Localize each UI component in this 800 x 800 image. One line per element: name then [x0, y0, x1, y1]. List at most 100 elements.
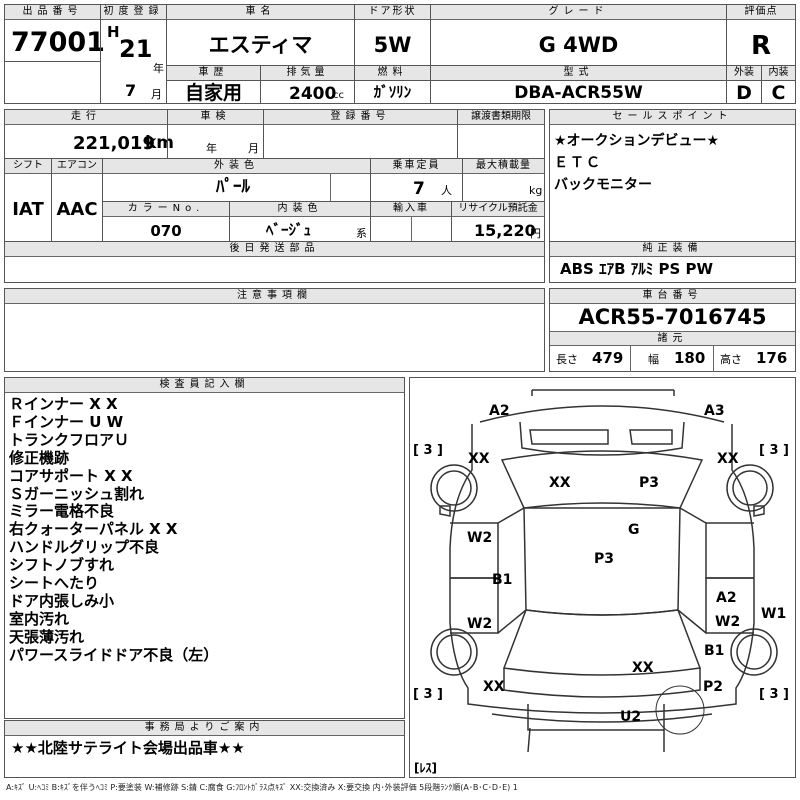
- damage-marks: A2 A3 XX XX XX P3 G W2 P3 B1 W2 A2 W2 W1…: [467, 403, 786, 725]
- remark-line: パワースライドドア不良（左）: [9, 645, 219, 664]
- wheel-front-right: [726, 464, 774, 512]
- era-value: H: [107, 23, 120, 41]
- mark: W1: [761, 606, 786, 622]
- year-value: 21: [119, 35, 153, 63]
- capacity-unit: 人: [441, 184, 452, 197]
- score-label: 評価点: [727, 5, 795, 20]
- transfer-deadline-label: 譲渡書類期限: [458, 110, 544, 125]
- remark-line: ドア内張しみ小: [9, 591, 115, 610]
- shift-cell: シフト IAT: [4, 158, 52, 242]
- mark: XX: [468, 451, 490, 467]
- history-value-cell: 自家用: [166, 80, 261, 104]
- remark-line: 室内汚れ: [9, 609, 70, 628]
- remark-line: シフトノブすれ: [9, 556, 115, 575]
- interior-label: 内装: [768, 67, 789, 78]
- month-value: 7: [125, 81, 137, 100]
- damage-diagram: A2 A3 XX XX XX P3 G W2 P3 B1 W2 A2 W2 W1…: [409, 377, 796, 778]
- chassis-box: 車台番号 ACR55-7016745 諸元 長さ 479 幅 180 高さ 17…: [549, 288, 796, 372]
- transfer-deadline-cell: 譲渡書類期限: [457, 109, 545, 159]
- first-registration-label: 初度登録: [101, 5, 166, 20]
- chassis-number-label: 車台番号: [550, 289, 795, 304]
- notes-label: 注意事項欄: [5, 289, 544, 304]
- tire-tread-front-right: [ 3 ]: [759, 443, 789, 458]
- office-notice-value: ★★北陸サテライト会場出品車★★: [11, 739, 245, 757]
- spare-tire-note: [ﾚｽ]: [414, 761, 437, 775]
- equipment-label: 純正装備: [550, 242, 795, 257]
- inspection-month-unit: 月: [248, 142, 259, 155]
- tire-tread-rear-left: [ 3 ]: [413, 687, 443, 702]
- grade-value: G 4WD: [538, 33, 619, 57]
- office-notice-box: 事務局よりご案内 ★★北陸サテライト会場出品車★★: [4, 720, 405, 778]
- wheel-front-right-inner: [732, 470, 768, 506]
- listing-number-label: 出品番号: [5, 5, 100, 20]
- mark: U2: [620, 709, 641, 725]
- wheel-rear-left-inner: [436, 634, 472, 670]
- interior-color-label: 内装色: [230, 202, 370, 217]
- displacement-label-cell: 排気量: [260, 65, 355, 81]
- recycle-deposit-value: 15,220: [474, 221, 536, 240]
- fuel-value: ｶﾞｿﾘﾝ: [373, 83, 412, 101]
- grade-label: グレード: [431, 5, 726, 20]
- displacement-value-cell: 2400 cc: [260, 80, 355, 104]
- equipment-value: ABS ｴｱB ｱﾙﾐ PS PW: [560, 260, 714, 278]
- color-number-cell: カラーNo. 070: [102, 201, 230, 242]
- recycle-deposit-unit: 円: [530, 227, 541, 240]
- capacity-cell: 乗車定員 7 人: [370, 158, 463, 202]
- model-label-cell: 型式: [430, 65, 727, 81]
- recycle-deposit-label: リサイクル預託金: [452, 202, 544, 217]
- remark-line: 右クォーターパネル X X: [9, 520, 178, 539]
- sales-point-box: セールスポイント ★オークションデビュー★ ＥＴＣ バックモニター: [549, 109, 796, 242]
- aircon-cell: エアコン AAC: [51, 158, 103, 242]
- fuel-value-cell: ｶﾞｿﾘﾝ: [354, 80, 431, 104]
- exterior-label: 外装: [734, 67, 754, 78]
- inspection-label: 車検: [168, 110, 263, 125]
- mark: XX: [632, 660, 654, 676]
- length-label: 長さ: [556, 353, 578, 366]
- shift-label: シフト: [5, 159, 51, 174]
- inspector-box: 検査員記入欄 Ｒインナー X X Ｆインナー U W トランクフロアＵ 修正機跡…: [4, 377, 405, 719]
- office-notice-label: 事務局よりご案内: [5, 721, 404, 736]
- history-value: 自家用: [184, 82, 242, 104]
- mileage-cell: 走行 221,019 km: [4, 109, 174, 159]
- fuel-label: 燃料: [377, 67, 408, 78]
- wheels: [430, 464, 778, 735]
- color-cell: 外装色 ﾊﾟｰﾙ: [102, 158, 371, 202]
- sales-line: ＥＴＣ: [554, 155, 602, 171]
- mark: A2: [716, 590, 737, 606]
- mark: XX: [549, 475, 571, 491]
- listing-number-cell: 出品番号 77001: [4, 4, 105, 62]
- exterior-label-cell: 外装: [726, 65, 762, 81]
- mileage-label: 走行: [5, 110, 167, 125]
- later-parts-cell: 後日発送部品: [4, 241, 545, 283]
- remark-line: Ｓガーニッシュ割れ: [9, 484, 145, 503]
- mark: W2: [467, 616, 492, 632]
- height-value: 176: [756, 349, 788, 367]
- mileage-value: 221,019: [73, 133, 155, 154]
- registration-number-cell: 登録番号: [263, 109, 458, 159]
- dim-divider-1: [630, 346, 631, 372]
- mark: XX: [717, 451, 739, 467]
- exterior-grade-cell: D: [726, 80, 762, 104]
- import-divider: [411, 217, 412, 242]
- score-cell: 評価点 R: [726, 4, 796, 66]
- tire-tread-front-left: [ 3 ]: [413, 443, 443, 458]
- sales-line: バックモニター: [554, 177, 652, 193]
- remark-line: トランクフロアＵ: [9, 430, 130, 449]
- grade-cell: グレード G 4WD: [430, 4, 727, 66]
- shift-value: IAT: [12, 199, 44, 220]
- door-cell: ドア形状 5W: [354, 4, 431, 66]
- remark-line: シートへたり: [9, 574, 100, 593]
- aircon-label: エアコン: [52, 159, 102, 174]
- wheel-rear-right: [730, 628, 778, 676]
- tire-brackets: [ 3 ] [ 3 ] [ 3 ] [ 3 ] [ﾚｽ]: [413, 443, 789, 775]
- listing-number-value: 77001: [11, 27, 105, 58]
- mark: A2: [489, 403, 510, 419]
- sales-point-label: セールスポイント: [550, 110, 795, 125]
- top-section: 出品番号 77001 初度登録 H 21 年 7 月 車名 エスティマ 車歴 自…: [4, 4, 796, 104]
- height-label: 高さ: [720, 353, 742, 366]
- month-unit: 月: [151, 88, 162, 101]
- color-number-label: カラーNo.: [103, 202, 229, 217]
- remark-line: 天張薄汚れ: [9, 627, 85, 646]
- legend-footer: A:ｷｽﾞ U:ﾍｺﾐ B:ｷｽﾞを伴うﾍｺﾐ P:要塗装 W:補修跡 S:錆 …: [6, 783, 518, 792]
- mark: P2: [703, 679, 723, 695]
